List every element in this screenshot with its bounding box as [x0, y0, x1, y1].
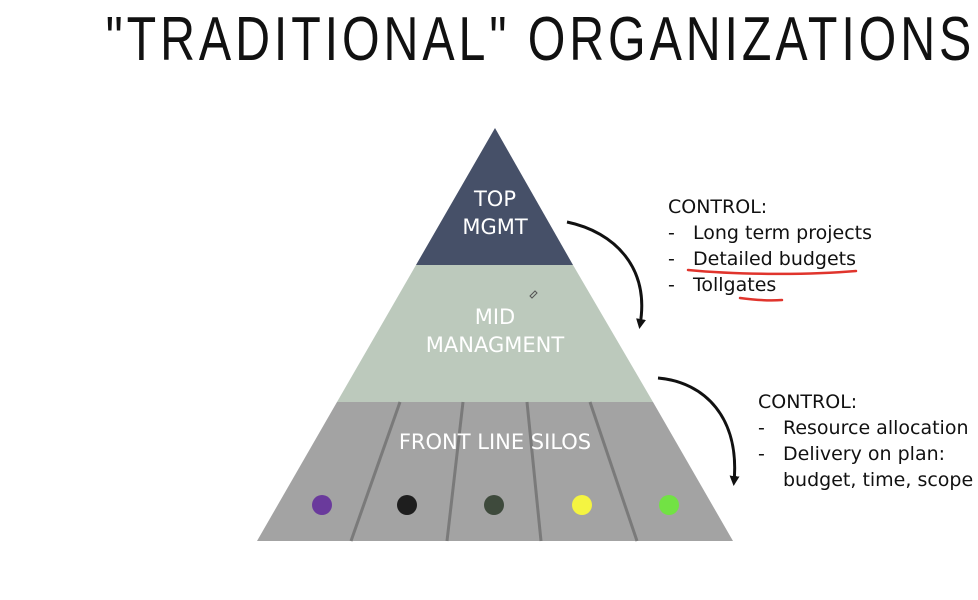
- underline-detailed-budgets: [686, 268, 858, 276]
- control-item: - Resource allocation: [758, 415, 973, 441]
- pen-mark: [529, 290, 538, 299]
- control-item-text: Resource allocation: [783, 417, 969, 439]
- page-title: "TRADITIONAL" ORGANIZATIONS: [105, 5, 976, 74]
- bullet-dash: -: [668, 248, 675, 270]
- silo-dividers: [349, 401, 639, 542]
- silo-dot-purple: [312, 495, 332, 515]
- bullet-dash: -: [758, 443, 765, 465]
- curved-arrow-bottom: [657, 376, 740, 486]
- mid-tier-label-line2: MANAGMENT: [426, 333, 565, 357]
- silo-dot-black: [397, 495, 417, 515]
- bullet-dash: -: [758, 417, 765, 439]
- top-tier-label-line1: TOP: [473, 187, 516, 211]
- control-heading: CONTROL:: [668, 196, 768, 218]
- curved-arrow-top: [566, 220, 646, 329]
- control-note-top: CONTROL: - Long term projects - Detailed…: [668, 194, 872, 298]
- silo-divider: [349, 401, 402, 542]
- control-item-text: Long term projects: [693, 222, 873, 244]
- control-note-bottom: CONTROL: - Resource allocation - Deliver…: [758, 389, 973, 493]
- mid-management-tier: [337, 265, 653, 402]
- silo-divider: [445, 401, 465, 542]
- front-line-tier-label: FRONT LINE SILOS: [399, 430, 591, 454]
- silo-divider: [588, 401, 639, 542]
- control-item: - Tollgates: [668, 272, 872, 298]
- underline-tollgates: [738, 296, 784, 302]
- control-item: - Detailed budgets: [668, 246, 872, 272]
- silo-dots: [312, 495, 679, 515]
- control-item: - Delivery on plan:: [758, 441, 973, 467]
- silo-dot-green: [659, 495, 679, 515]
- control-item-continuation: budget, time, scope: [783, 469, 974, 491]
- bullet-dash: -: [668, 274, 675, 296]
- control-heading: CONTROL:: [758, 391, 858, 413]
- top-management-tier: [416, 128, 573, 265]
- control-item: - Long term projects: [668, 220, 872, 246]
- silo-dot-yellow: [572, 495, 592, 515]
- mid-tier-label-line1: MID: [475, 305, 515, 329]
- bullet-dash: -: [668, 222, 675, 244]
- control-item-text: Delivery on plan:: [783, 443, 946, 465]
- front-line-tier: [257, 402, 733, 541]
- control-item-text: Tollgates: [693, 274, 777, 296]
- silo-divider: [525, 401, 543, 542]
- control-item-text: Detailed budgets: [693, 248, 857, 270]
- top-tier-label-line2: MGMT: [462, 215, 528, 239]
- silo-dot-dark-green: [484, 495, 504, 515]
